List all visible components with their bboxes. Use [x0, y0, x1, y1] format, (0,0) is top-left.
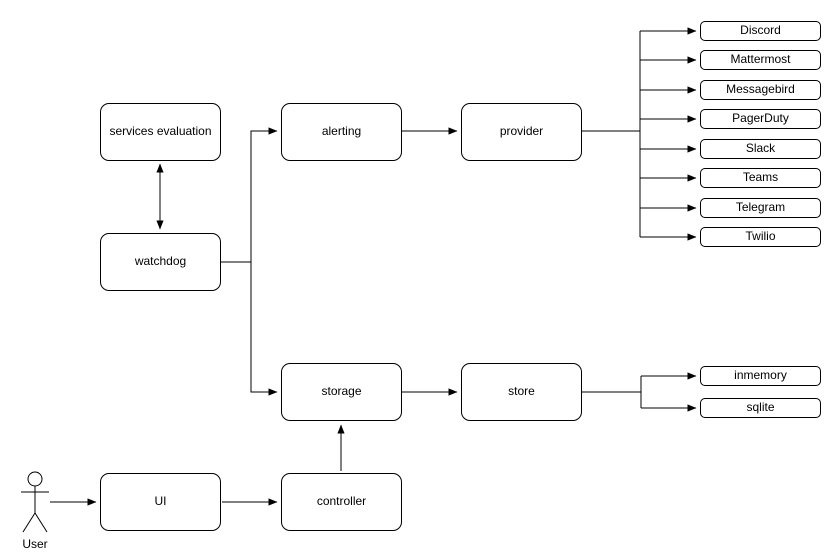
node-services-evaluation: services evaluation [100, 103, 221, 161]
node-watchdog: watchdog [100, 233, 221, 291]
node-ui: UI [100, 473, 221, 531]
store-item-sqlite: sqlite [700, 398, 821, 418]
provider-item-messagebird: Messagebird [700, 80, 821, 100]
edge-watchdog-alerting [221, 127, 278, 263]
node-store: store [461, 363, 582, 421]
provider-item-mattermost: Mattermost [700, 50, 821, 70]
provider-item-telegram: Telegram [700, 198, 821, 218]
node-storage: storage [281, 363, 402, 421]
provider-item-slack: Slack [700, 139, 821, 159]
node-controller: controller [281, 473, 402, 531]
node-provider: provider [461, 103, 582, 161]
user-actor-icon [21, 471, 49, 533]
node-alerting: alerting [281, 103, 402, 161]
provider-item-twilio: Twilio [700, 227, 821, 247]
user-actor-label: User [22, 537, 48, 551]
provider-item-teams: Teams [700, 168, 821, 188]
store-item-inmemory: inmemory [700, 366, 821, 386]
provider-item-discord: Discord [700, 21, 821, 41]
provider-item-pagerduty: PagerDuty [700, 109, 821, 129]
edge-provider-fan-trunk [582, 31, 641, 237]
edge-watchdog-storage [250, 262, 278, 396]
edge-store-fan-trunk [582, 376, 642, 408]
